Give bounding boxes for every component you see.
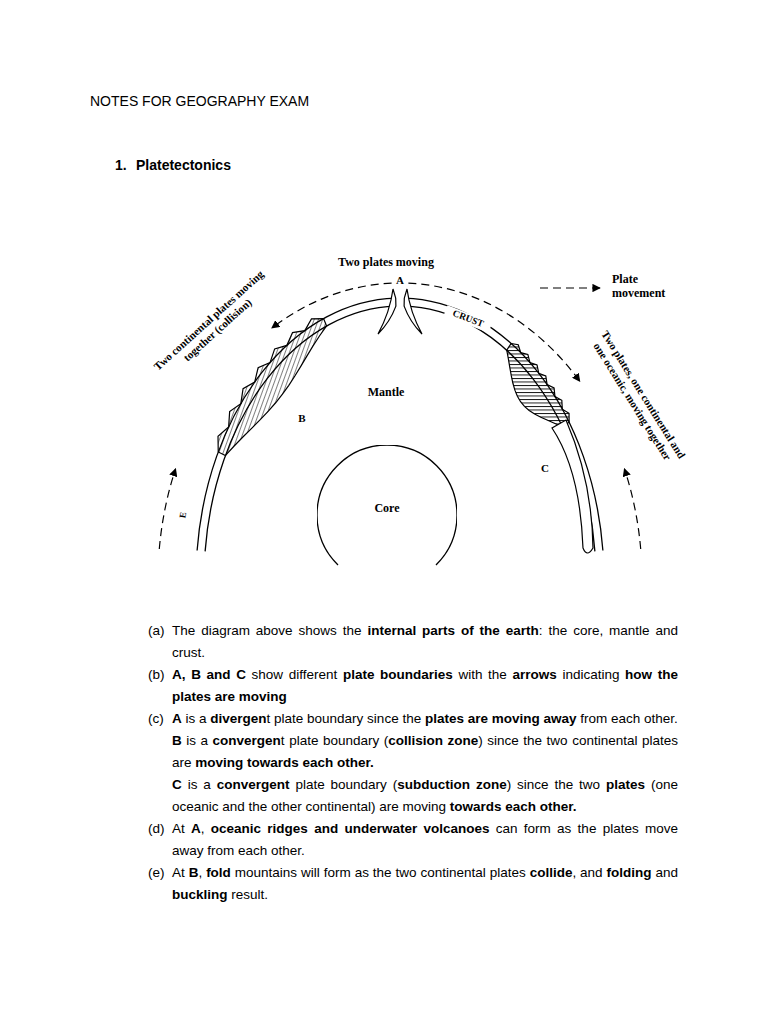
crust-inner-left bbox=[205, 306, 396, 551]
text-run: The diagram above shows the bbox=[172, 623, 367, 638]
key-term: oceanic ridges and underwater volcanoes bbox=[211, 821, 490, 836]
text-paragraph: B is a convergent plate boundary (collis… bbox=[172, 730, 678, 774]
item-marker: (b) bbox=[148, 664, 165, 686]
text-run: ) since the two bbox=[507, 777, 606, 792]
key-term: A, B and C bbox=[172, 667, 246, 682]
list-number: 1. bbox=[115, 157, 127, 173]
key-term: subduction zone bbox=[397, 777, 506, 792]
text-run: and bbox=[652, 865, 678, 880]
key-term: internal parts of the earth bbox=[367, 623, 538, 638]
text-run: is a bbox=[182, 711, 211, 726]
text-paragraph: The diagram above shows the internal par… bbox=[172, 620, 678, 664]
arrow-right-top bbox=[408, 283, 579, 381]
text-run: At bbox=[172, 865, 189, 880]
text-run: , bbox=[201, 821, 211, 836]
legend-arrow-sample bbox=[540, 287, 600, 288]
section-heading: Platetectonics bbox=[136, 157, 231, 173]
arrow-left-top bbox=[272, 283, 392, 328]
key-term: folding bbox=[607, 865, 652, 880]
text-run: is a bbox=[182, 733, 213, 748]
mantle-label: Mantle bbox=[356, 386, 416, 400]
key-term: collide bbox=[530, 865, 573, 880]
item-text: A, B and C show different plate boundari… bbox=[172, 664, 678, 708]
text-run: mountains will form as the two continent… bbox=[231, 865, 530, 880]
arrow-right-side bbox=[624, 469, 640, 549]
list-item: (a) The diagram above shows the internal … bbox=[148, 620, 678, 664]
core-label: Core bbox=[317, 502, 457, 516]
boundary-letter: C bbox=[538, 462, 552, 475]
key-term: moving towards each other. bbox=[195, 755, 374, 770]
crust-outer-left bbox=[197, 298, 396, 550]
key-term: divergen bbox=[210, 711, 266, 726]
text-run: t plate boundary ( bbox=[281, 733, 388, 748]
key-term: plates are moving away bbox=[425, 711, 577, 726]
key-term: plates bbox=[606, 777, 645, 792]
core-circle: Core bbox=[317, 445, 457, 567]
boundary-letter: A bbox=[392, 274, 408, 287]
ridge-lip-left bbox=[378, 289, 396, 334]
edge-letter: E bbox=[177, 508, 189, 522]
ridge-lip-right bbox=[404, 289, 422, 334]
crust-label: CRUST bbox=[444, 305, 493, 332]
text-paragraph: At B, fold mountains will form as the tw… bbox=[172, 862, 678, 906]
text-run: from each other. bbox=[576, 711, 677, 726]
diagram-caption: Two plates moving bbox=[316, 256, 456, 270]
key-term: buckling bbox=[172, 887, 228, 902]
subducting-slab bbox=[552, 420, 593, 553]
legend-text: Plate movement bbox=[612, 273, 692, 301]
item-text: A is a divergent plate boundary since th… bbox=[172, 708, 678, 818]
text-paragraph: C is a convergent plate boundary (subduc… bbox=[172, 774, 678, 818]
text-run: , and bbox=[572, 865, 606, 880]
key-term: convergent bbox=[217, 777, 290, 792]
key-term: B bbox=[172, 733, 182, 748]
text-run: At bbox=[172, 821, 191, 836]
key-term: A bbox=[172, 711, 182, 726]
key-term: plate boundaries bbox=[343, 667, 453, 682]
key-term: towards each other. bbox=[450, 799, 577, 814]
boundary-description: Two plates, one continental and one ocea… bbox=[584, 321, 693, 474]
text-run: , bbox=[198, 865, 206, 880]
text-run: t plate boundary since the bbox=[267, 711, 425, 726]
text-paragraph: At A, oceanic ridges and underwater volc… bbox=[172, 818, 678, 862]
text-run: with the bbox=[453, 667, 513, 682]
crust-lines bbox=[197, 298, 603, 551]
item-marker: (e) bbox=[148, 862, 165, 884]
text-paragraph: A, B and C show different plate boundari… bbox=[172, 664, 678, 708]
list-item: (d) At A, oceanic ridges and underwater v… bbox=[148, 818, 678, 862]
list-item: (e) At B, fold mountains will form as the… bbox=[148, 862, 678, 906]
text-run: indicating bbox=[557, 667, 625, 682]
core-arc bbox=[317, 445, 457, 565]
list-item: (b) A, B and C show different plate bound… bbox=[148, 664, 678, 708]
arrow-left-side bbox=[159, 469, 175, 549]
crust-outer-right bbox=[404, 298, 603, 550]
key-term: collision zone bbox=[388, 733, 478, 748]
boundary-letter: B bbox=[295, 412, 309, 425]
key-term: A bbox=[191, 821, 201, 836]
notes-list: (a) The diagram above shows the internal … bbox=[148, 620, 678, 906]
list-item: (c) A is a divergent plate boundary since… bbox=[148, 708, 678, 818]
item-text: At A, oceanic ridges and underwater volc… bbox=[172, 818, 678, 862]
text-run: is a bbox=[182, 777, 217, 792]
page-title: NOTES FOR GEOGRAPHY EXAM bbox=[90, 93, 309, 109]
key-term: arrows bbox=[513, 667, 557, 682]
text-run: show different bbox=[246, 667, 343, 682]
item-text: The diagram above shows the internal par… bbox=[172, 620, 678, 664]
key-term: convergen bbox=[213, 733, 281, 748]
text-run: plate boundary ( bbox=[289, 777, 397, 792]
item-marker: (c) bbox=[148, 708, 164, 730]
hatched-regions bbox=[218, 319, 569, 456]
key-term: C bbox=[172, 777, 182, 792]
item-marker: (d) bbox=[148, 818, 165, 840]
item-text: At B, fold mountains will form as the tw… bbox=[172, 862, 678, 906]
text-run: result. bbox=[228, 887, 269, 902]
item-marker: (a) bbox=[148, 620, 165, 642]
key-term: fold bbox=[206, 865, 231, 880]
key-term: B bbox=[189, 865, 199, 880]
text-paragraph: A is a divergent plate boundary since th… bbox=[172, 708, 678, 730]
